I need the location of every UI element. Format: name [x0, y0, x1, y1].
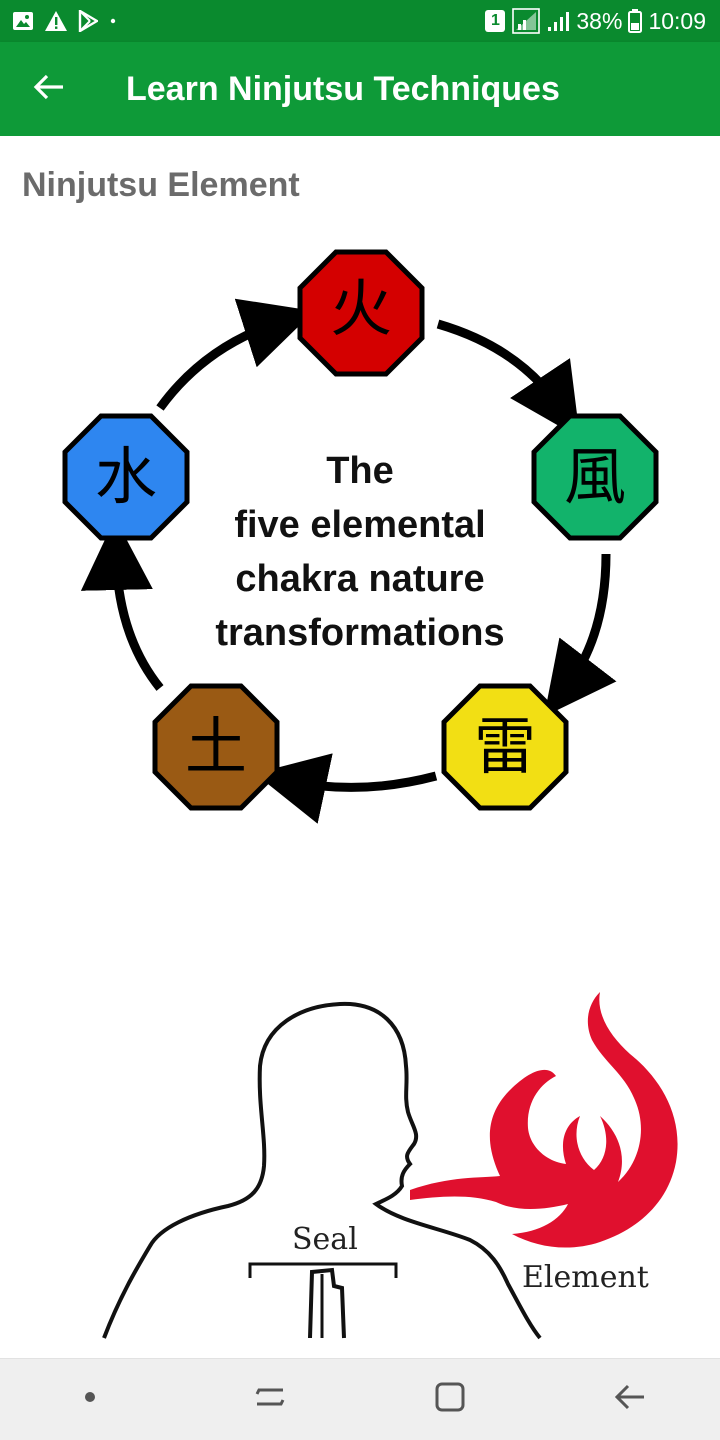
water-octagon [62, 413, 190, 541]
dot-icon [83, 1390, 97, 1409]
caption-line-1: The [326, 450, 394, 492]
back-button[interactable] [0, 42, 98, 136]
element-label: Element [522, 1260, 649, 1295]
app-bar: Learn Ninjutsu Techniques [0, 42, 720, 136]
earth-octagon [152, 683, 280, 811]
seal-illustration: Seal Element [0, 966, 720, 1358]
back-icon [614, 1383, 646, 1416]
app-title: Learn Ninjutsu Techniques [126, 69, 560, 108]
sim-icon: 1 [484, 9, 506, 33]
arrow-lightning-earth [254, 753, 438, 824]
fire-element: 火 [297, 249, 425, 377]
wind-element: 風 [531, 413, 659, 541]
diagram-caption: The five elemental chakra nature transfo… [160, 444, 560, 660]
status-left [12, 10, 118, 32]
seal-bracket [248, 1262, 398, 1278]
status-right: 1 38% 10:09 [484, 8, 706, 35]
seal-label: Seal [292, 1222, 358, 1257]
signal-icon [512, 8, 541, 34]
recent-apps-icon [253, 1382, 287, 1417]
flame-shape [410, 992, 678, 1248]
earth-element: 土 [152, 683, 280, 811]
lightning-octagon [441, 683, 569, 811]
section-title: Ninjutsu Element [22, 166, 300, 204]
seal-illustration-svg [102, 992, 678, 1340]
arrow-earth-water [80, 518, 164, 691]
arrow-wind-lightning [544, 553, 617, 717]
elements-diagram: 火 風 雷 土 水 The five [0, 236, 720, 856]
arrow-water-fire [156, 298, 315, 411]
caption-line-3: chakra nature [235, 558, 485, 600]
play-store-icon [78, 10, 98, 32]
water-element: 水 [62, 413, 190, 541]
caption-line-2: five elemental [234, 504, 486, 546]
fire-octagon [297, 249, 425, 377]
clock: 10:09 [648, 7, 706, 34]
elements-diagram-svg: 火 風 雷 土 水 [62, 249, 659, 824]
fire-glyph: 火 [330, 272, 392, 345]
arrow-left-icon [33, 73, 65, 106]
recent-apps-button[interactable] [210, 1359, 330, 1440]
status-bar: 1 38% 10:09 [0, 0, 720, 42]
home-button[interactable] [390, 1359, 510, 1440]
lightning-glyph: 雷 [474, 710, 536, 783]
wind-glyph: 風 [564, 440, 626, 513]
lightning-element: 雷 [441, 683, 569, 811]
nav-dot-button[interactable] [30, 1359, 150, 1440]
battery-icon [628, 9, 643, 33]
home-icon [434, 1381, 466, 1418]
dot-icon [108, 16, 118, 26]
battery-percent: 38% [576, 7, 623, 34]
water-glyph: 水 [95, 440, 157, 513]
signal-icon-2 [546, 9, 570, 33]
system-back-button[interactable] [570, 1359, 690, 1440]
wind-octagon [531, 413, 659, 541]
hand-shape [308, 1267, 346, 1339]
content-area[interactable]: Ninjutsu Element 火 風 [0, 136, 720, 1358]
earth-glyph: 土 [185, 710, 247, 783]
arrow-fire-wind [436, 319, 580, 438]
caption-line-4: transformations [215, 612, 505, 654]
sim-badge: 1 [490, 12, 500, 29]
gallery-icon [12, 11, 34, 31]
navigation-bar [0, 1358, 720, 1440]
warning-icon [44, 10, 68, 32]
person-silhouette [102, 1001, 542, 1340]
